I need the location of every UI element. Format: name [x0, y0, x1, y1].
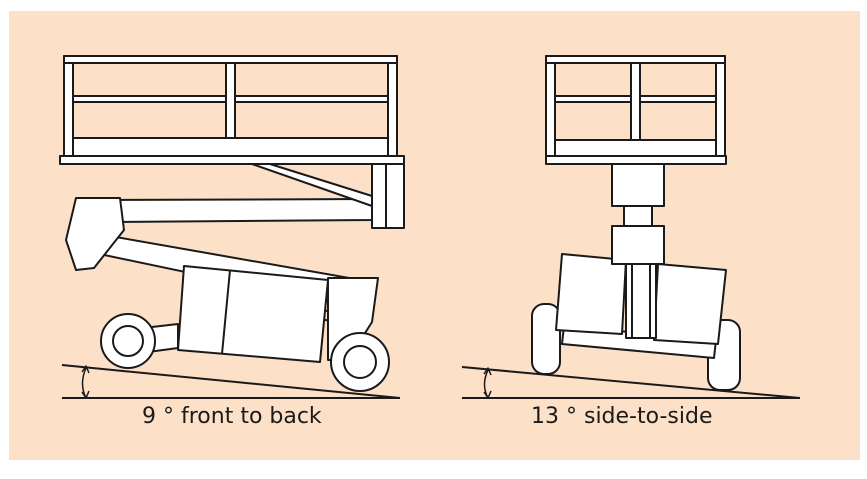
mid-column — [611, 225, 665, 265]
left-body-box — [555, 253, 627, 335]
boom-head — [65, 197, 125, 271]
engine-body — [177, 265, 329, 363]
left-toe-board — [72, 137, 389, 157]
front-hub — [343, 345, 377, 379]
left-slope-illustration — [61, 364, 401, 399]
right-rail-mid — [554, 95, 632, 103]
right-rail-mid-2 — [639, 95, 717, 103]
right-slope-illustration — [461, 366, 801, 399]
left-arc-arrow-top — [81, 365, 90, 374]
right-rail-post-3 — [715, 55, 726, 157]
rear-hub — [112, 325, 144, 357]
front-to-back-caption: 9 ° front to back — [142, 404, 322, 429]
right-body-box — [653, 263, 727, 345]
left-rail-post-1 — [63, 55, 74, 157]
lower-column — [625, 261, 657, 339]
right-arc-arrow-top — [483, 367, 492, 376]
left-rail-top — [63, 55, 398, 64]
side-to-side-caption: 13 ° side-to-side — [531, 404, 713, 429]
right-toe-board — [554, 139, 717, 157]
left-rail-mid — [72, 95, 227, 103]
top-column — [611, 163, 665, 207]
right-left-wheel — [531, 303, 561, 375]
rear-view-lift — [531, 55, 741, 391]
right-arc-arrow-bottom — [483, 390, 492, 399]
left-slope-line — [61, 364, 401, 399]
jib-mast — [371, 161, 405, 229]
upper-boom-arm — [107, 198, 373, 223]
left-platform-floor — [59, 155, 405, 165]
left-rail-mid-2 — [234, 95, 389, 103]
right-slope-line — [461, 366, 801, 399]
boom-lift — [59, 55, 405, 392]
left-rail-post-3 — [387, 55, 398, 157]
column-neck — [623, 205, 653, 227]
right-platform-floor — [545, 155, 727, 165]
right-rail-top — [545, 55, 726, 64]
left-arc-arrow-bottom — [81, 390, 90, 399]
right-rail-post-1 — [545, 55, 556, 157]
